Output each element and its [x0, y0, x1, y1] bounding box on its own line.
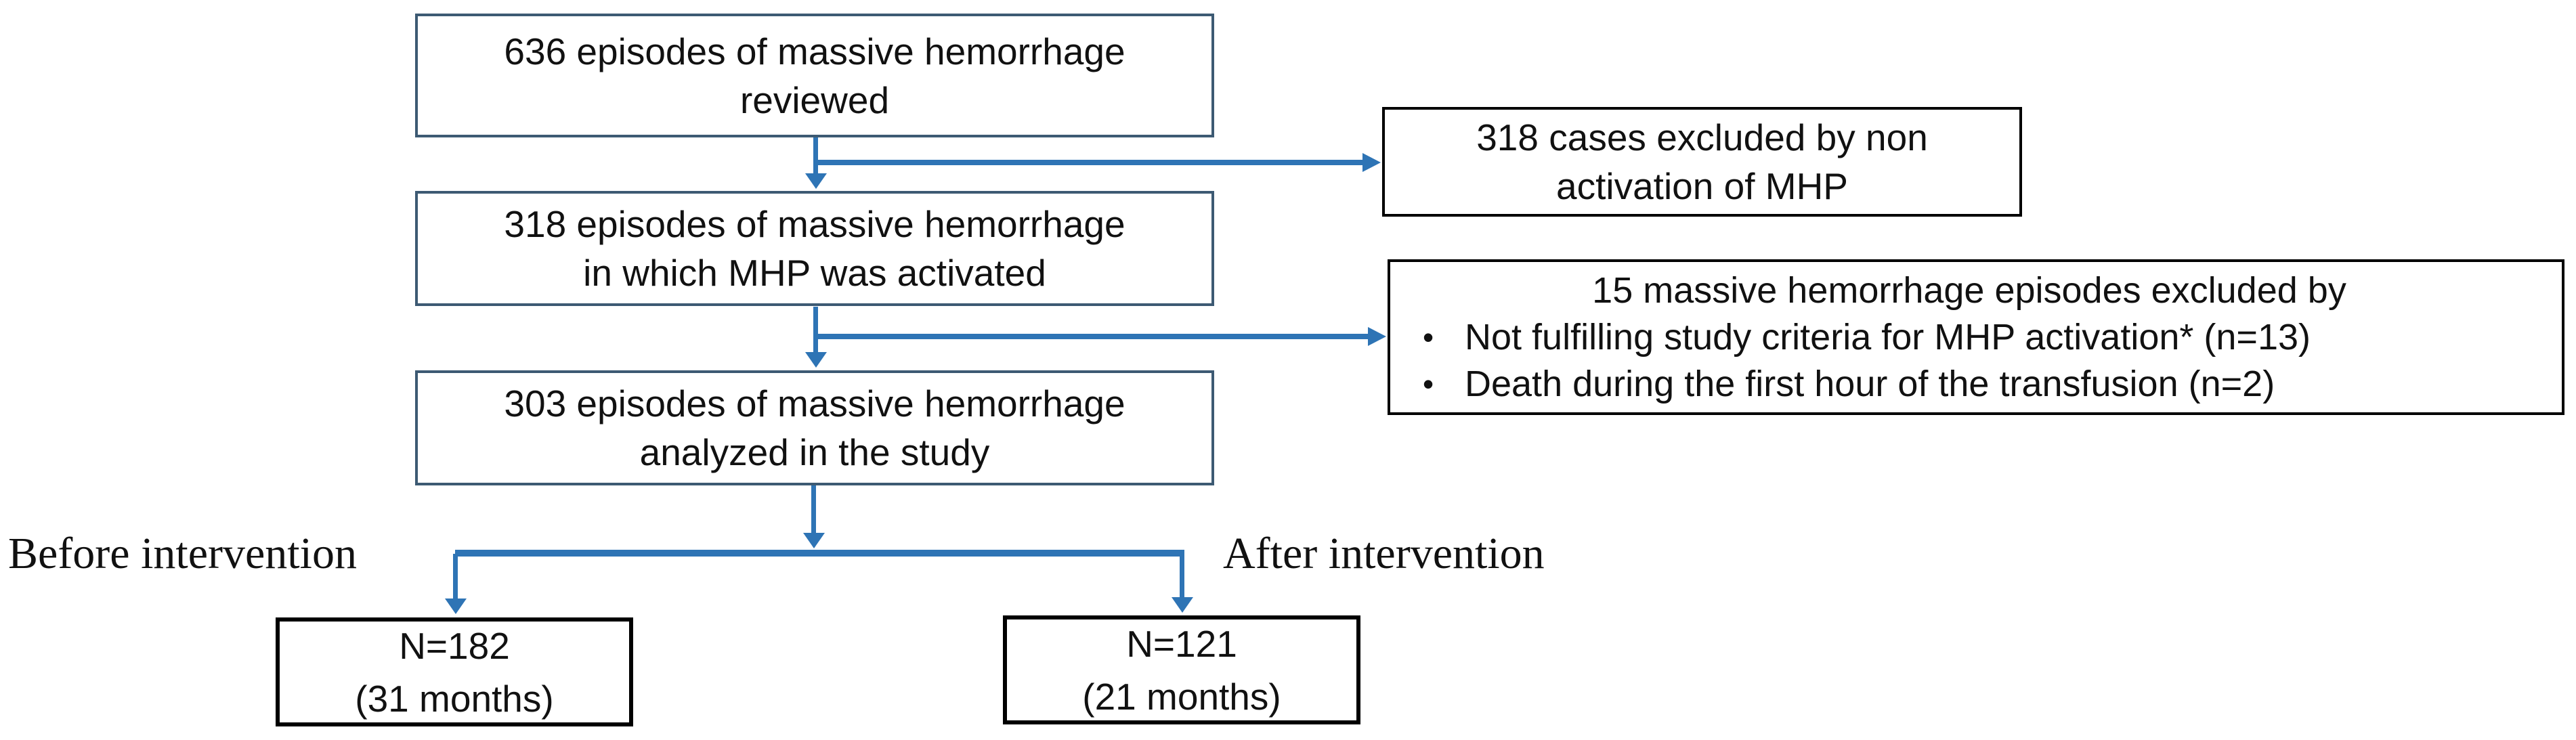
label-after-intervention: After intervention: [1223, 529, 1545, 578]
box-mhp-activated: 318 episodes of massive hemorrhage in wh…: [415, 191, 1214, 306]
excluded-bullet-1-text: Not fulfilling study criteria for MHP ac…: [1465, 316, 2311, 357]
box-before-group-n: N=182: [399, 624, 510, 667]
box-excluded-non-activation: 318 cases excluded by non activation of …: [1382, 107, 2022, 217]
box-mhp-activated-line1: 318 episodes of massive hemorrhage: [504, 203, 1125, 245]
arrow-to-excluded-non-activation-head: [1362, 153, 1381, 172]
box-before-group: N=182 (31 months): [276, 617, 633, 726]
box-reviewed-line1: 636 episodes of massive hemorrhage: [504, 30, 1125, 72]
box-reviewed: 636 episodes of massive hemorrhage revie…: [415, 14, 1214, 137]
arrow-activated-to-analyzed-line: [813, 307, 818, 352]
arrow-split-to-after-head: [1172, 597, 1193, 613]
arrow-split-to-before-head: [445, 598, 467, 614]
box-excluded-fifteen-title: 15 massive hemorrhage episodes excluded …: [1592, 269, 2346, 311]
box-before-group-months: (31 months): [355, 677, 554, 720]
arrow-analyzed-to-split-head: [803, 533, 825, 548]
box-mhp-activated-line2: in which MHP was activated: [583, 252, 1046, 294]
box-excluded-non-activation-line1: 318 cases excluded by non: [1476, 116, 1928, 158]
excluded-bullet-1: • Not fulfilling study criteria for MHP …: [1390, 314, 2548, 361]
arrow-to-excluded-fifteen-line: [816, 334, 1368, 339]
box-after-group-n: N=121: [1126, 622, 1237, 665]
arrow-to-excluded-non-activation-line: [816, 160, 1362, 165]
arrow-split-to-before-line: [453, 554, 458, 598]
box-excluded-non-activation-line2: activation of MHP: [1555, 165, 1848, 207]
arrow-activated-to-analyzed-head: [805, 352, 827, 368]
box-analyzed: 303 episodes of massive hemorrhage analy…: [415, 370, 1214, 485]
label-before-intervention: Before intervention: [8, 529, 357, 578]
arrow-split-to-after-line: [1180, 554, 1184, 597]
arrow-reviewed-to-activated-line: [813, 137, 818, 176]
box-excluded-fifteen: 15 massive hemorrhage episodes excluded …: [1388, 259, 2564, 415]
box-after-group: N=121 (21 months): [1003, 615, 1360, 724]
split-bar: [455, 550, 1184, 557]
bullet-icon: •: [1423, 319, 1434, 355]
box-analyzed-line2: analyzed in the study: [639, 431, 990, 473]
excluded-bullet-2: • Death during the first hour of the tra…: [1390, 361, 2548, 408]
box-after-group-months: (21 months): [1082, 675, 1281, 718]
arrow-to-excluded-fifteen-head: [1368, 327, 1386, 346]
excluded-bullet-2-text: Death during the first hour of the trans…: [1465, 363, 2275, 404]
arrow-reviewed-to-activated-head: [805, 173, 827, 189]
bullet-icon: •: [1423, 366, 1434, 401]
box-reviewed-line2: reviewed: [739, 79, 890, 121]
arrow-analyzed-to-split-line: [811, 485, 816, 533]
box-analyzed-line1: 303 episodes of massive hemorrhage: [504, 383, 1125, 425]
